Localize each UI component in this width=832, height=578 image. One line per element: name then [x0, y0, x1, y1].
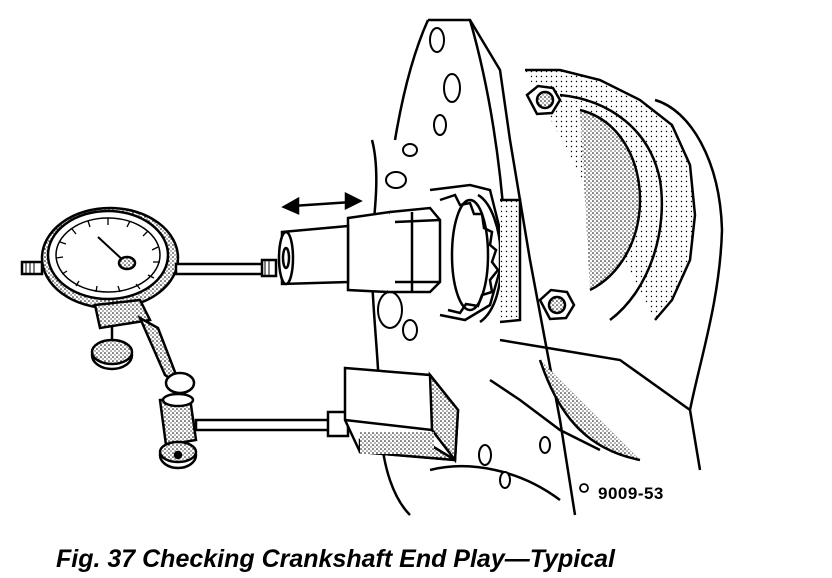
figure-caption: Fig. 37 Checking Crankshaft End Play—Typ… [56, 545, 615, 573]
crankshaft-adapter [277, 206, 442, 294]
technical-illustration [20, 18, 724, 516]
figure-id-label: 9009-53 [598, 484, 664, 503]
plate-holes [377, 27, 551, 489]
magnetic-base [343, 366, 460, 464]
reference-mark [579, 483, 589, 493]
support-arm [137, 315, 350, 470]
end-play-arrow [281, 191, 363, 215]
dial-indicator [20, 206, 278, 371]
engine-block [370, 18, 724, 516]
bearing-bolts [525, 84, 576, 321]
crankshaft-sprocket [429, 183, 522, 324]
